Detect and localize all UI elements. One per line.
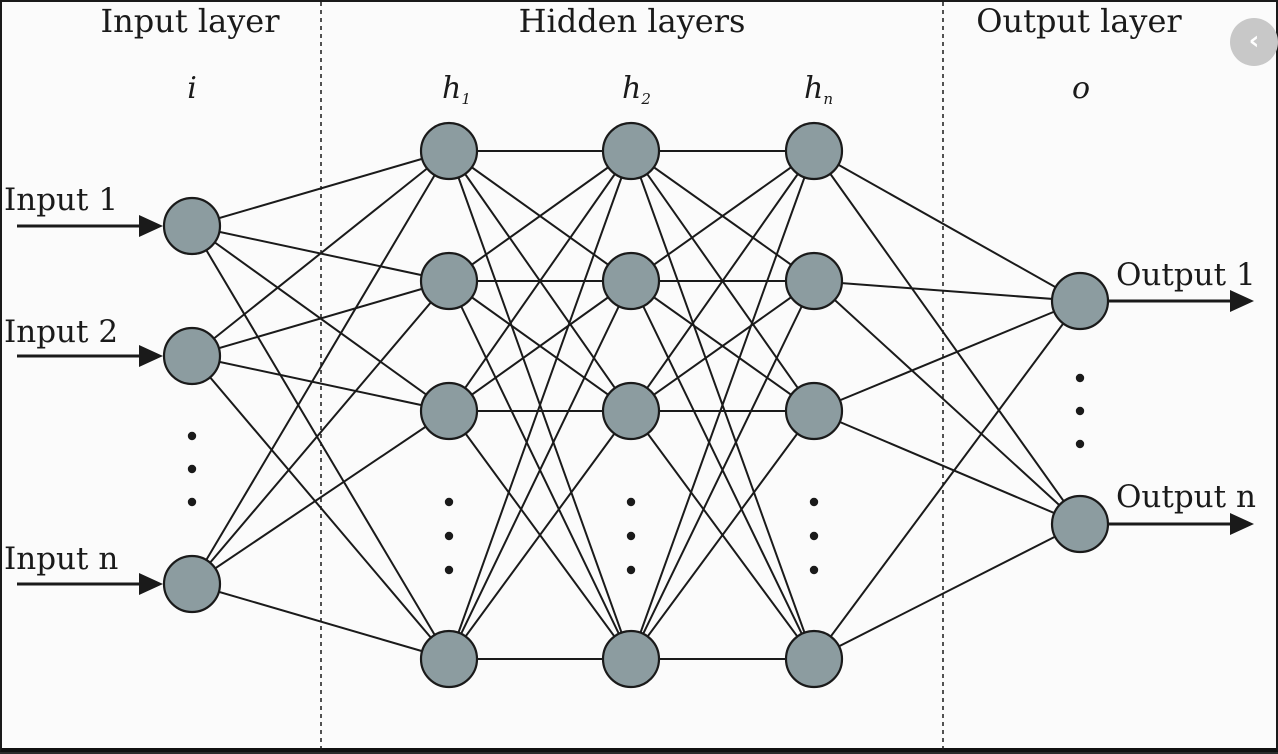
node-h1-2: [419, 251, 479, 311]
output-1-arrow-head: [1230, 290, 1254, 312]
node-h2-4: [601, 629, 661, 689]
edge-hn-2-output-2: [813, 280, 1081, 525]
hidden-layer-1-symbol: h1: [442, 71, 471, 108]
node-h2-1: [601, 121, 661, 181]
hidden-layers-title: Hidden layers: [519, 2, 746, 40]
edge-input-1-h1-1: [191, 150, 450, 227]
edge-h1-3-h2-1: [448, 150, 632, 412]
hidden-layer-2-symbol: h2: [622, 71, 651, 108]
back-glyph: ‹: [1248, 26, 1260, 56]
edge-hn-1-output-1: [813, 150, 1081, 302]
node-h1-1: [419, 121, 479, 181]
dot-h2-3: [626, 565, 636, 575]
dot-h1-1: [444, 497, 454, 507]
connections: [191, 150, 1081, 660]
node-h2-2: [601, 251, 661, 311]
node-output-2: [1050, 494, 1110, 554]
node-hn-1: [784, 121, 844, 181]
edge-input-1-h1-4: [191, 225, 450, 660]
dot-h1-3: [444, 565, 454, 575]
output-layer-title: Output layer: [976, 2, 1182, 40]
io-arrows: [17, 215, 1254, 595]
node-output-1: [1050, 271, 1110, 331]
edge-hn-4-output-1: [813, 300, 1081, 660]
dot-hn-3: [809, 565, 819, 575]
input-2-arrow-head: [139, 345, 163, 367]
input-layer-title: Input layer: [101, 2, 281, 40]
output-n-arrow-head: [1230, 513, 1254, 535]
dot-h2-2: [626, 531, 636, 541]
edge-h2-2-hn-1: [630, 150, 815, 282]
edge-h2-4-hn-2: [630, 280, 815, 660]
edge-hn-2-output-1: [813, 280, 1081, 302]
input-n-arrow-head: [139, 573, 163, 595]
edge-hn-3-output-2: [813, 410, 1081, 525]
edge-hn-3-output-1: [813, 300, 1081, 412]
input-2-label: Input 2: [4, 314, 118, 350]
node-hn-4: [784, 629, 844, 689]
input-n-label: Input n: [4, 541, 118, 577]
edge-input-3-h1-2: [191, 280, 450, 585]
edge-input-3-h1-1: [191, 150, 450, 585]
edge-h2-3-hn-2: [630, 280, 815, 412]
node-h1-3: [419, 381, 479, 441]
dot-h1-2: [444, 531, 454, 541]
output-layer-symbol: o: [1072, 71, 1090, 106]
input-layer-symbol: i: [187, 71, 197, 106]
node-h2-3: [601, 381, 661, 441]
output-1-label: Output 1: [1116, 257, 1256, 293]
edge-h1-4-h2-3: [448, 410, 632, 660]
dot-output-1: [1075, 373, 1085, 383]
edge-hn-1-output-2: [813, 150, 1081, 525]
edge-input-2-h1-4: [191, 355, 450, 660]
ellipsis-dots: [187, 373, 1085, 575]
input-1-label: Input 1: [4, 182, 118, 218]
edge-input-2-h1-3: [191, 355, 450, 412]
edge-h2-4-hn-3: [630, 410, 815, 660]
dot-input-2: [187, 464, 197, 474]
dot-output-2: [1075, 406, 1085, 416]
edge-h1-4-h2-1: [448, 150, 632, 660]
node-h1-4: [419, 629, 479, 689]
chevron-left-icon[interactable]: ‹: [1230, 18, 1278, 66]
input-1-arrow-head: [139, 215, 163, 237]
dot-input-1: [187, 431, 197, 441]
edge-h1-2-h2-1: [448, 150, 632, 282]
hidden-layer-n-symbol: hn: [804, 71, 833, 108]
node-input-3: [162, 554, 222, 614]
edge-h2-4-hn-1: [630, 150, 815, 660]
neurons: [162, 121, 1110, 689]
edge-input-3-h1-3: [191, 410, 450, 585]
dot-hn-2: [809, 531, 819, 541]
node-hn-2: [784, 251, 844, 311]
edge-input-2-h1-2: [191, 280, 450, 357]
node-input-1: [162, 196, 222, 256]
node-input-2: [162, 326, 222, 386]
node-hn-3: [784, 381, 844, 441]
edge-h2-3-hn-1: [630, 150, 815, 412]
edge-input-2-h1-1: [191, 150, 450, 357]
dot-h2-1: [626, 497, 636, 507]
output-n-label: Output n: [1116, 479, 1256, 515]
edge-h1-3-h2-2: [448, 280, 632, 412]
dot-input-3: [187, 497, 197, 507]
dot-hn-1: [809, 497, 819, 507]
edge-hn-4-output-2: [813, 523, 1081, 660]
edge-input-3-h1-4: [191, 583, 450, 660]
dot-output-3: [1075, 439, 1085, 449]
edge-h1-4-h2-2: [448, 280, 632, 660]
